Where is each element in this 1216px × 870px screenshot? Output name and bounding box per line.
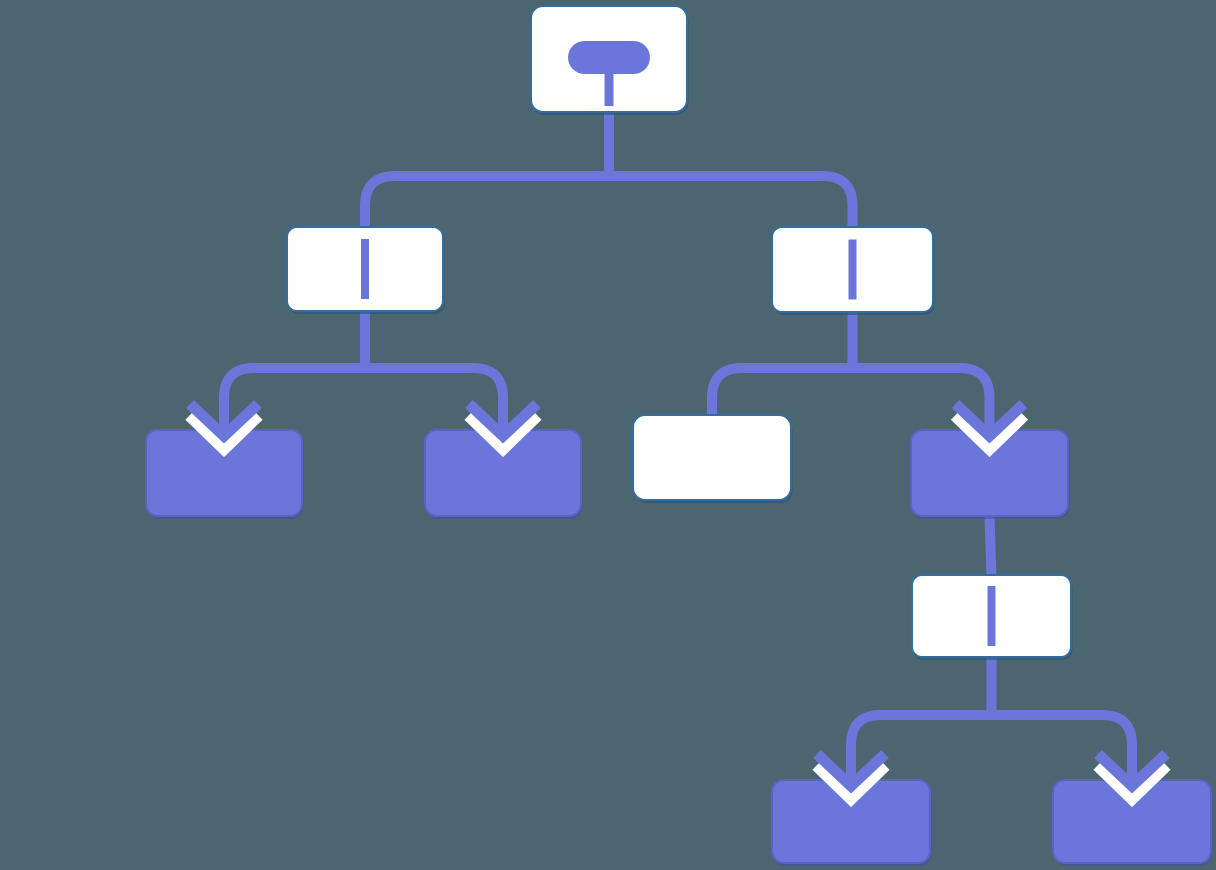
connector-line bbox=[852, 363, 995, 432]
vertical-divider-bar bbox=[848, 239, 857, 300]
chevron-white-layer bbox=[950, 408, 1029, 458]
chevron-purple-layer bbox=[813, 749, 889, 794]
chevron-purple-layer bbox=[186, 399, 262, 444]
connector-line bbox=[365, 363, 508, 432]
diagram-nodes bbox=[145, 5, 1213, 866]
arrowheads bbox=[185, 399, 1171, 808]
connector-line bbox=[984, 515, 997, 578]
connector-line bbox=[360, 171, 609, 229]
chevron-purple-layer bbox=[951, 399, 1028, 444]
chevron-purple-layer bbox=[1094, 749, 1170, 794]
connector-line bbox=[846, 710, 992, 782]
pill-stem bbox=[604, 72, 614, 106]
chevron-purple-layer bbox=[465, 399, 541, 444]
chevron-down-icon bbox=[950, 399, 1029, 458]
chevron-down-icon bbox=[1093, 749, 1171, 808]
chevron-down-icon bbox=[812, 749, 890, 808]
connector-line bbox=[991, 710, 1137, 782]
pill-icon bbox=[568, 41, 650, 74]
node-decorations bbox=[361, 41, 996, 646]
connector-line bbox=[219, 363, 365, 432]
white-leaf-node[interactable] bbox=[632, 414, 792, 501]
connector-lines bbox=[219, 112, 1137, 782]
chevron-down-icon bbox=[464, 399, 542, 458]
chevron-white-layer bbox=[185, 408, 263, 458]
chevron-white-layer bbox=[1093, 758, 1171, 808]
connector-line bbox=[707, 363, 853, 417]
chevron-down-icon bbox=[185, 399, 263, 458]
connector-line bbox=[609, 171, 858, 229]
chevron-white-layer bbox=[464, 408, 542, 458]
vertical-divider-bar bbox=[361, 239, 369, 299]
vertical-divider-bar bbox=[987, 586, 996, 646]
chevron-white-layer bbox=[812, 758, 890, 808]
